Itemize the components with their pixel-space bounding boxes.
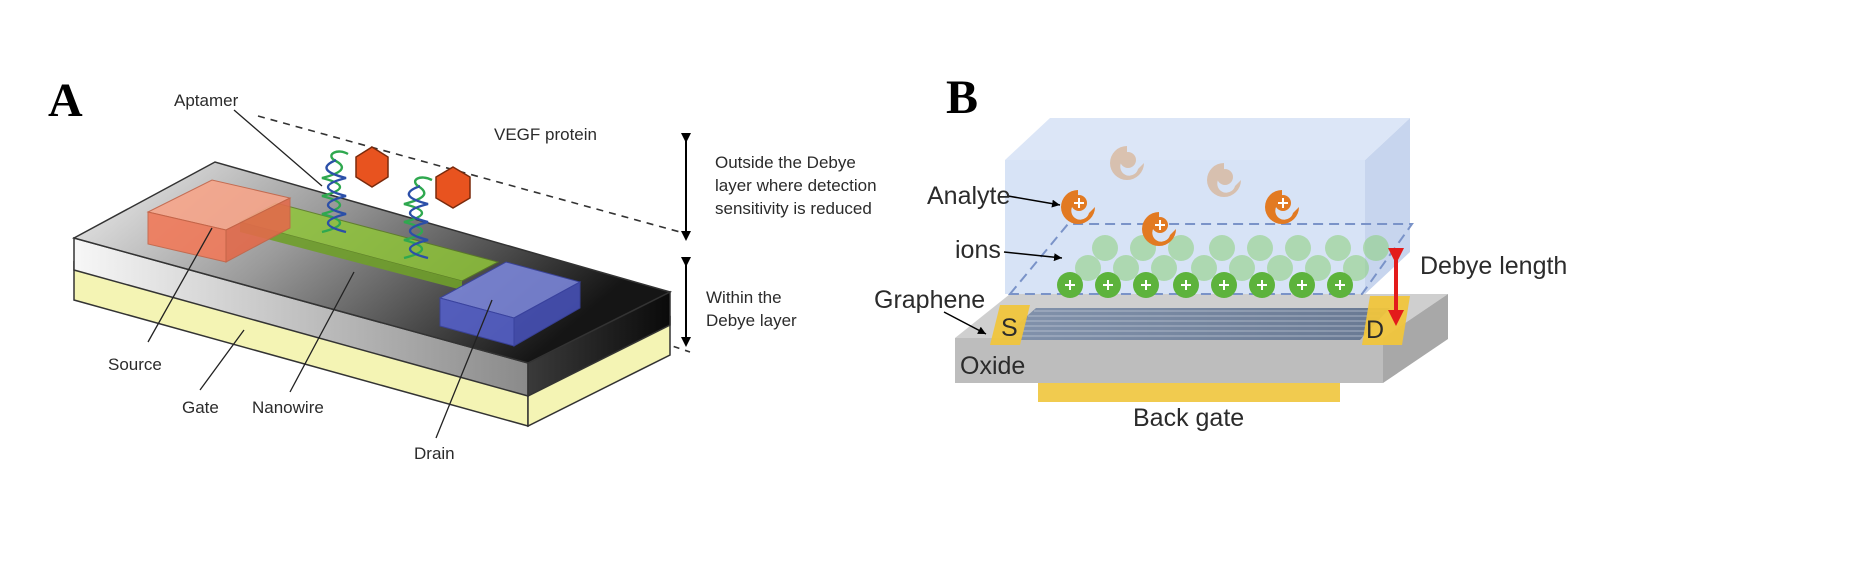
outside-debye-label-line3: sensitivity is reduced	[715, 199, 872, 218]
analyte-faded-1	[1110, 146, 1144, 180]
nanowire-side	[240, 222, 462, 290]
ions-label: ions	[955, 236, 1001, 264]
ions-back-row	[1075, 235, 1389, 281]
drain-label: Drain	[414, 444, 455, 463]
panel-b: B	[874, 71, 1567, 432]
source-electrode-label: S	[1001, 314, 1018, 342]
ions-pointer	[1003, 251, 1063, 262]
outside-debye-label-line2: layer where detection	[715, 176, 877, 195]
graphene-label: Graphene	[874, 286, 985, 314]
oxide-label: Oxide	[960, 352, 1025, 380]
panel-a-letter: A	[48, 74, 83, 127]
within-debye-label-line2: Debye layer	[706, 311, 797, 330]
aptamer-helix-2	[403, 176, 433, 260]
drain-block	[438, 261, 582, 347]
ion-plus-signs	[1065, 280, 1345, 290]
aptamer-leader	[233, 109, 323, 187]
back-gate-label: Back gate	[1133, 404, 1244, 432]
source-label: Source	[108, 355, 162, 374]
debye-plane	[1007, 223, 1414, 295]
aptamer-label: Aptamer	[174, 91, 239, 110]
within-debye-label-line1: Within the	[706, 288, 782, 307]
source-electrode	[990, 305, 1030, 345]
drain-electrode-label: D	[1366, 316, 1384, 344]
gate-leader	[199, 329, 245, 391]
oxide-front	[955, 338, 1383, 383]
analyte-2	[1142, 212, 1176, 246]
aptamer-helix-1	[321, 150, 349, 234]
nanowire-leader	[289, 271, 355, 393]
analyte-faded-2	[1207, 163, 1241, 197]
graphene-pointer	[943, 311, 987, 335]
solution-top-face	[1005, 118, 1410, 160]
gate-label: Gate	[182, 398, 219, 417]
analyte-pointer	[1007, 195, 1061, 208]
vegf-protein-2	[435, 166, 471, 209]
source-leader	[147, 227, 213, 343]
graphene-sheet	[1000, 308, 1390, 340]
debye-length-label: Debye length	[1420, 252, 1567, 280]
analyte-1	[1061, 190, 1095, 224]
outside-debye-label-line1: Outside the Debye	[715, 153, 856, 172]
nanowire-label: Nanowire	[252, 398, 324, 417]
analyte-3	[1265, 190, 1299, 224]
oxide-right	[1383, 294, 1448, 383]
graphene-texture	[1004, 310, 1384, 337]
vegf-protein-label: VEGF protein	[494, 125, 597, 144]
analyte-label: Analyte	[927, 182, 1010, 210]
source-block	[146, 179, 292, 263]
vegf-protein-1	[355, 146, 389, 188]
drain-leader	[435, 299, 493, 439]
panel-b-letter: B	[946, 71, 978, 124]
debye-boundary-top-dashed	[257, 115, 681, 233]
panel-a: A	[48, 74, 877, 463]
